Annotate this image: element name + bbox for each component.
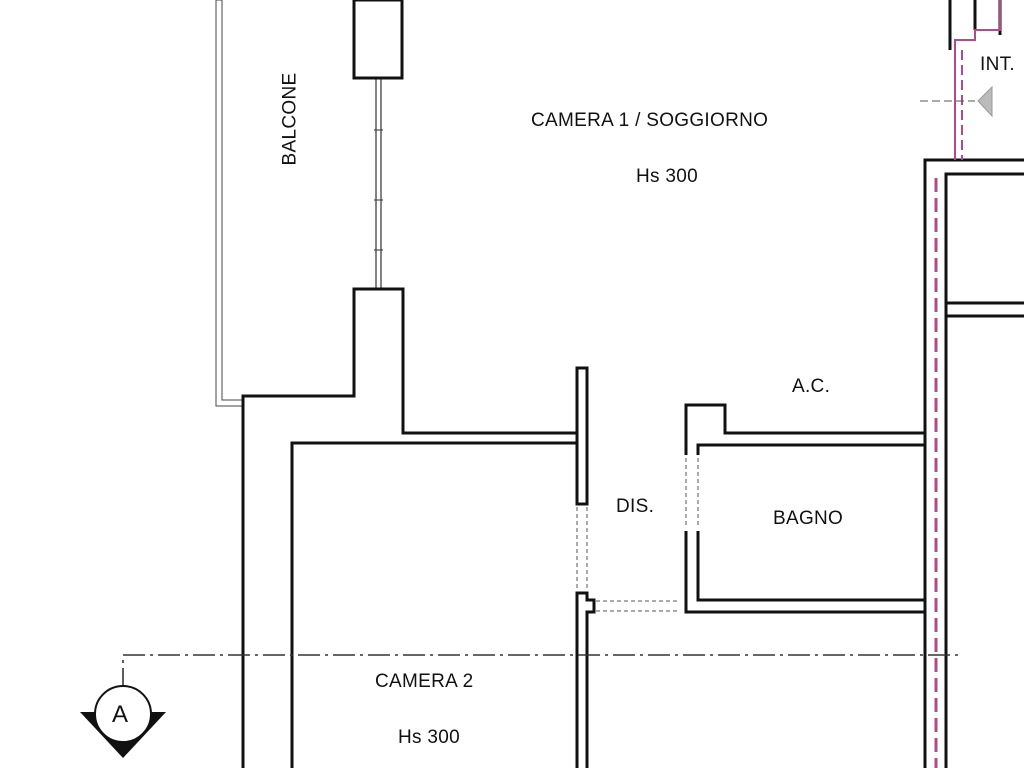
room-name-ac: A.C. — [792, 376, 831, 397]
room-name-camera1: CAMERA 1 / SOGGIORNO — [531, 110, 769, 131]
room-name-dis: DIS. — [616, 496, 655, 517]
level-arrow — [920, 85, 993, 118]
room-name-balcone: BALCONE — [279, 72, 301, 166]
section-marker-label: A — [112, 701, 129, 728]
section-line — [122, 654, 960, 690]
section-marker — [80, 685, 166, 758]
balcony-outline — [215, 0, 243, 407]
door-openings — [576, 458, 699, 612]
balcony-window — [374, 79, 383, 289]
bathroom-walls — [684, 403, 925, 614]
right-walls — [923, 0, 1024, 768]
room-height-camera2: Hs 300 — [398, 727, 461, 748]
room-name-int: INT. — [980, 54, 1015, 75]
main-walls — [241, 0, 596, 768]
room-name-camera2: CAMERA 2 — [375, 671, 474, 692]
room-height-camera1: Hs 300 — [636, 166, 699, 187]
room-name-bagno: BAGNO — [773, 508, 844, 529]
